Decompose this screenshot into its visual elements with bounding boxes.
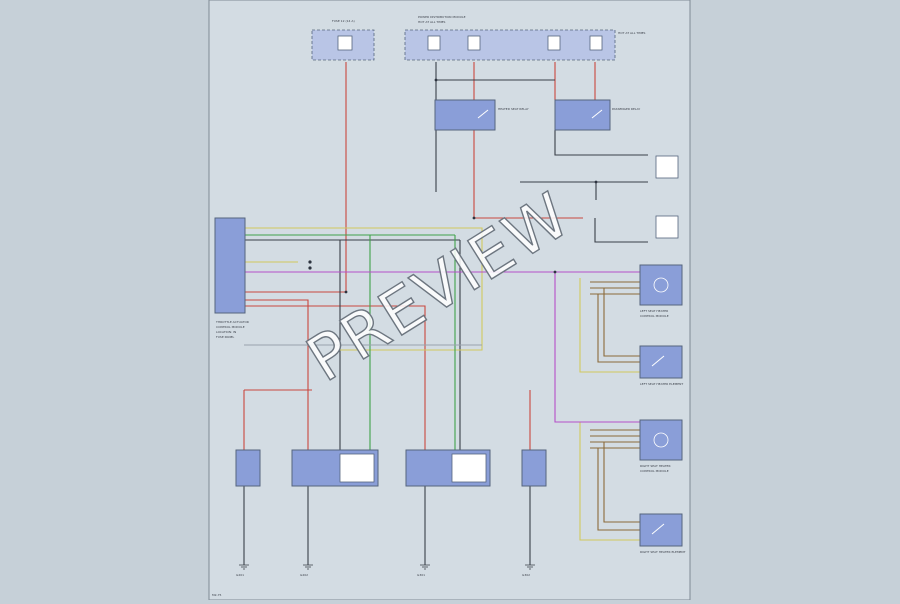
label-left-module-2: CONTROL MODULE xyxy=(216,325,245,329)
wire-yellow-right-bottom xyxy=(579,422,640,541)
ground-icon xyxy=(303,564,313,570)
label-fuse-box-far-right: HOT AT ALL TIMES xyxy=(618,31,646,35)
label-fuse-box-left: FUSE 12 (14 A) xyxy=(332,19,355,23)
splice-node xyxy=(308,266,312,270)
wire-black-right xyxy=(554,130,648,156)
right-module-bottom-lower-switch-icon xyxy=(651,523,665,535)
wire-yellow-loop xyxy=(230,227,483,351)
ground-icon xyxy=(525,564,535,570)
label-right-top-2: CONTROL MODULE xyxy=(640,314,669,318)
wire-black-lower xyxy=(594,218,648,243)
right-module-bottom-lower xyxy=(639,513,683,547)
splice-nodes xyxy=(308,78,598,294)
label-ground-g202: G202 xyxy=(300,573,308,577)
relay-left xyxy=(434,99,496,131)
fuse-symbol-d xyxy=(589,35,603,51)
right-module-top-gauge-icon xyxy=(653,277,669,293)
driver-seat-switch-inner xyxy=(339,453,375,483)
driver-seat-sensor xyxy=(235,449,261,487)
right-indicator-top xyxy=(655,155,679,179)
wire-red-passenger xyxy=(230,305,426,450)
label-left-module-1: THROTTLE ACTUATOR xyxy=(215,320,249,324)
wire-purple-down xyxy=(554,272,640,423)
relay-right xyxy=(554,99,611,131)
label-right-bottom-1: RIGHT SEAT HEATER xyxy=(640,464,671,468)
fuse-symbol-c xyxy=(547,35,561,51)
label-ground-g201: G201 xyxy=(236,573,244,577)
left-control-module xyxy=(214,217,246,314)
wire-brown-bottom-drop xyxy=(597,442,640,531)
label-fuse-box-right-2: HOT AT ALL TIMES xyxy=(418,20,446,24)
splice-node xyxy=(553,270,557,274)
label-right-top-lower: LEFT SEAT HEATER ELEMENT xyxy=(640,382,683,386)
label-right-bottom-lower: RIGHT SEAT HEATER ELEMENT xyxy=(640,550,686,554)
relay-right-contact xyxy=(591,109,603,119)
wires xyxy=(230,62,648,565)
splice-node xyxy=(472,216,476,220)
fuse-box-left xyxy=(311,29,375,61)
right-module-bottom-gauge-icon xyxy=(653,432,669,448)
right-module-top xyxy=(639,264,683,306)
label-relay-left: HEATED SEAT RELAY xyxy=(498,107,529,111)
label-left-module-4: FUSE PANEL xyxy=(216,335,234,339)
label-fuse-box-right-1: POWER DISTRIBUTION MODULE xyxy=(418,15,466,19)
label-right-top-1: LEFT SEAT HEATER xyxy=(640,309,668,313)
passenger-seat-switch-inner xyxy=(451,453,487,483)
relay-left-contact xyxy=(477,109,489,119)
splice-node xyxy=(594,180,598,184)
right-indicator-mid xyxy=(655,215,679,239)
fuse-symbol-left xyxy=(337,35,353,51)
wire-brown-bottom xyxy=(590,429,640,449)
wire-red-driver xyxy=(230,299,309,450)
ground-icon xyxy=(420,564,430,570)
label-relay-right: PASSENGER RELAY xyxy=(612,107,640,111)
ground-symbols xyxy=(239,564,535,570)
label-right-bottom-2: CONTROL MODULE xyxy=(640,469,669,473)
splice-node xyxy=(308,260,312,264)
right-module-top-lower-switch-icon xyxy=(651,355,665,367)
page-number: M2-75 xyxy=(212,593,221,597)
fuse-symbol-a xyxy=(427,35,441,51)
ground-icon xyxy=(239,564,249,570)
label-ground-g302: G302 xyxy=(522,573,530,577)
splice-node xyxy=(434,78,438,82)
wire-yellow-right-top xyxy=(579,278,640,373)
wire-brown-top-drop xyxy=(597,288,640,363)
right-module-bottom xyxy=(639,419,683,461)
label-left-module-3: LOCATION: IN xyxy=(216,330,236,334)
splice-node xyxy=(344,290,348,294)
passenger-seat-sensor xyxy=(521,449,547,487)
right-module-top-lower xyxy=(639,345,683,379)
label-ground-g301: G301 xyxy=(417,573,425,577)
fuse-symbol-b xyxy=(467,35,481,51)
